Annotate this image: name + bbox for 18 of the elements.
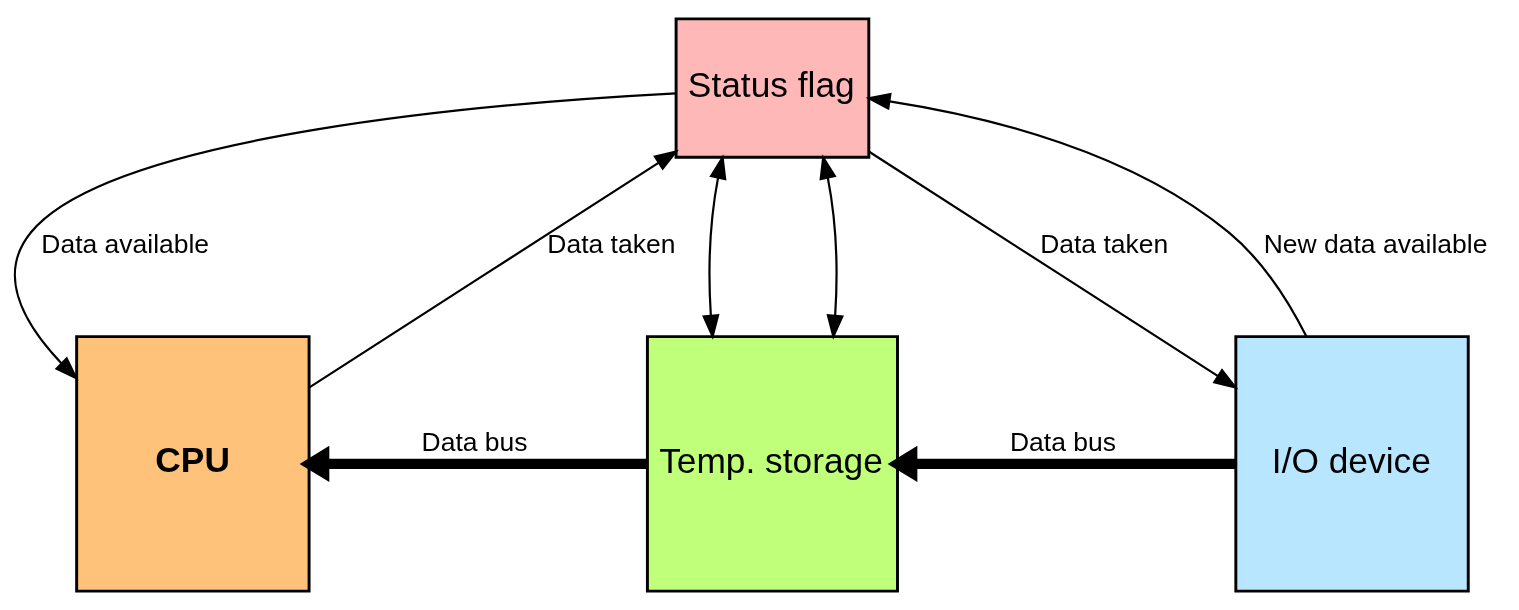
node-box: Temp. storage	[645, 335, 899, 593]
arrow	[887, 445, 1236, 483]
edge-label: Data available	[41, 229, 210, 260]
arrow	[14, 92, 676, 381]
edge-label: New data available	[1263, 229, 1488, 260]
arrow	[702, 154, 727, 340]
edge-label: Data bus	[1009, 427, 1116, 458]
arrow	[868, 150, 1239, 390]
node-box: I/O device	[1234, 335, 1470, 593]
edge-label: Data bus	[421, 427, 528, 458]
edge-label: Data taken	[1040, 229, 1169, 260]
arrow	[308, 149, 679, 389]
node-box: Status flag	[674, 17, 871, 159]
edge-label: Data taken	[547, 229, 676, 260]
arrow	[865, 92, 1308, 337]
node-box: CPU	[75, 335, 311, 593]
arrow	[819, 154, 844, 340]
arrow	[299, 445, 647, 483]
